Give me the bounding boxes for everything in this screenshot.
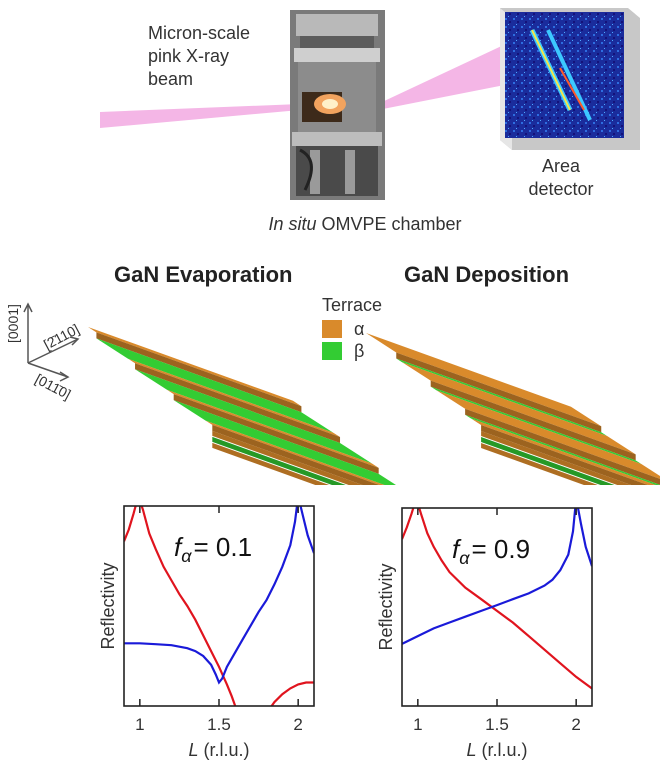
evaporation-base-layer-1: [212, 436, 346, 485]
evaporation-terrace-5: [173, 400, 396, 485]
chamber-caption: In situ OMVPE chamber: [225, 213, 505, 236]
incoming-xray-beam: [100, 104, 300, 128]
evaporation-base-layer-0: [212, 430, 363, 485]
deposition-riser-4: [465, 408, 660, 485]
terrace-legend-title: Terrace: [322, 295, 383, 315]
series-line-0: [124, 506, 314, 706]
chamber-caption-rest: OMVPE chamber: [316, 214, 462, 234]
series-line-1: [124, 506, 314, 685]
beam-label-line-3: beam: [148, 69, 194, 89]
evaporation-riser-2: [135, 363, 341, 444]
evaporation-riser-0: [96, 332, 302, 413]
x-tick-label: 1: [413, 715, 422, 734]
x-tick-label: 2: [293, 715, 302, 734]
x-tick-label: 2: [571, 715, 580, 734]
chamber-caption-italic: In situ: [268, 214, 317, 234]
deposition-terrace-2: [402, 362, 636, 455]
y-axis-label: Reflectivity: [376, 563, 396, 650]
legend-item-alpha: α: [322, 318, 364, 340]
evaporation-terrace-0: [88, 327, 302, 407]
reflectivity-chart-left: 1 1.5 2 L (r.l.u.) Reflectivity fα= 0.1: [98, 505, 315, 760]
terrace-diagrams: [0001] [2̄110] [011̄0]: [5, 302, 660, 485]
y-axis-label: Reflectivity: [98, 562, 118, 649]
x-tick-label: 1.5: [485, 715, 509, 734]
detector-label-line-2: detector: [528, 179, 594, 199]
evaporation-terrace-2: [128, 358, 341, 438]
omvpe-chamber-photo: [290, 10, 385, 200]
evaporation-riser-6: [212, 424, 380, 485]
evaporation-terrace-4: [166, 389, 379, 468]
deposition-riser-0: [396, 352, 602, 433]
right-title: GaN Deposition: [404, 262, 570, 287]
beam-label-line-2: pink X-ray: [148, 46, 230, 66]
setup-illustration: [100, 8, 640, 200]
axis-label-0001: [0001]: [5, 304, 21, 343]
deposition-terrace-6: [471, 418, 656, 485]
deposition-terrace-3: [430, 386, 642, 465]
beam-label-line-1: Micron-scale: [148, 23, 251, 43]
scattered-xray-beam: [378, 42, 520, 110]
evaporation-riser-4: [173, 394, 379, 474]
legend-item-beta: β: [322, 340, 364, 362]
evaporation-terrace-3: [135, 369, 372, 464]
series-line-0: [402, 508, 592, 690]
evaporation-step-terraces: [88, 327, 396, 485]
deposition-terrace-0: [366, 333, 602, 427]
axis-label-0110: [011̄0]: [33, 371, 74, 403]
legend-label-alpha: α: [354, 318, 365, 339]
deposition-terrace-5: [465, 414, 660, 485]
legend-swatch-beta: [322, 342, 342, 360]
x-axis-label: L (r.l.u.): [466, 740, 527, 760]
left-title: GaN Evaporation: [114, 262, 293, 287]
evaporation-terrace-6: [205, 420, 385, 485]
fraction-annotation: fα= 0.9: [452, 534, 530, 568]
x-axis-label: L (r.l.u.): [188, 740, 249, 760]
detector-label-line-1: Area: [541, 156, 581, 176]
evaporation-terrace-1: [96, 338, 334, 433]
x-tick-label: 1: [135, 715, 144, 734]
legend-label-beta: β: [354, 340, 365, 361]
beam-label: Micron-scale pink X-ray beam: [148, 22, 250, 91]
reflectivity-chart-right: 1 1.5 2 L (r.l.u.) Reflectivity fα= 0.9: [376, 507, 593, 760]
reflectivity-charts: 1 1.5 2 L (r.l.u.) Reflectivity fα= 0.1 1 1.5 2…: [98, 505, 593, 760]
crystal-axes: [23, 302, 80, 382]
legend-swatch-alpha: [322, 320, 342, 338]
axis-label-2110: [2̄110]: [41, 321, 82, 353]
terrace-legend: α β: [322, 318, 364, 362]
x-tick-label: 1.5: [207, 715, 231, 734]
detector-label: Area detector: [516, 155, 606, 201]
series-line-1: [402, 508, 592, 645]
fraction-annotation: fα= 0.1: [174, 532, 252, 566]
deposition-terrace-4: [436, 390, 660, 479]
deposition-riser-2: [430, 380, 636, 461]
evaporation-base-layer-2: [212, 442, 330, 485]
deposition-step-terraces: [366, 333, 660, 485]
area-detector: [500, 8, 640, 150]
deposition-terrace-1: [396, 358, 608, 437]
